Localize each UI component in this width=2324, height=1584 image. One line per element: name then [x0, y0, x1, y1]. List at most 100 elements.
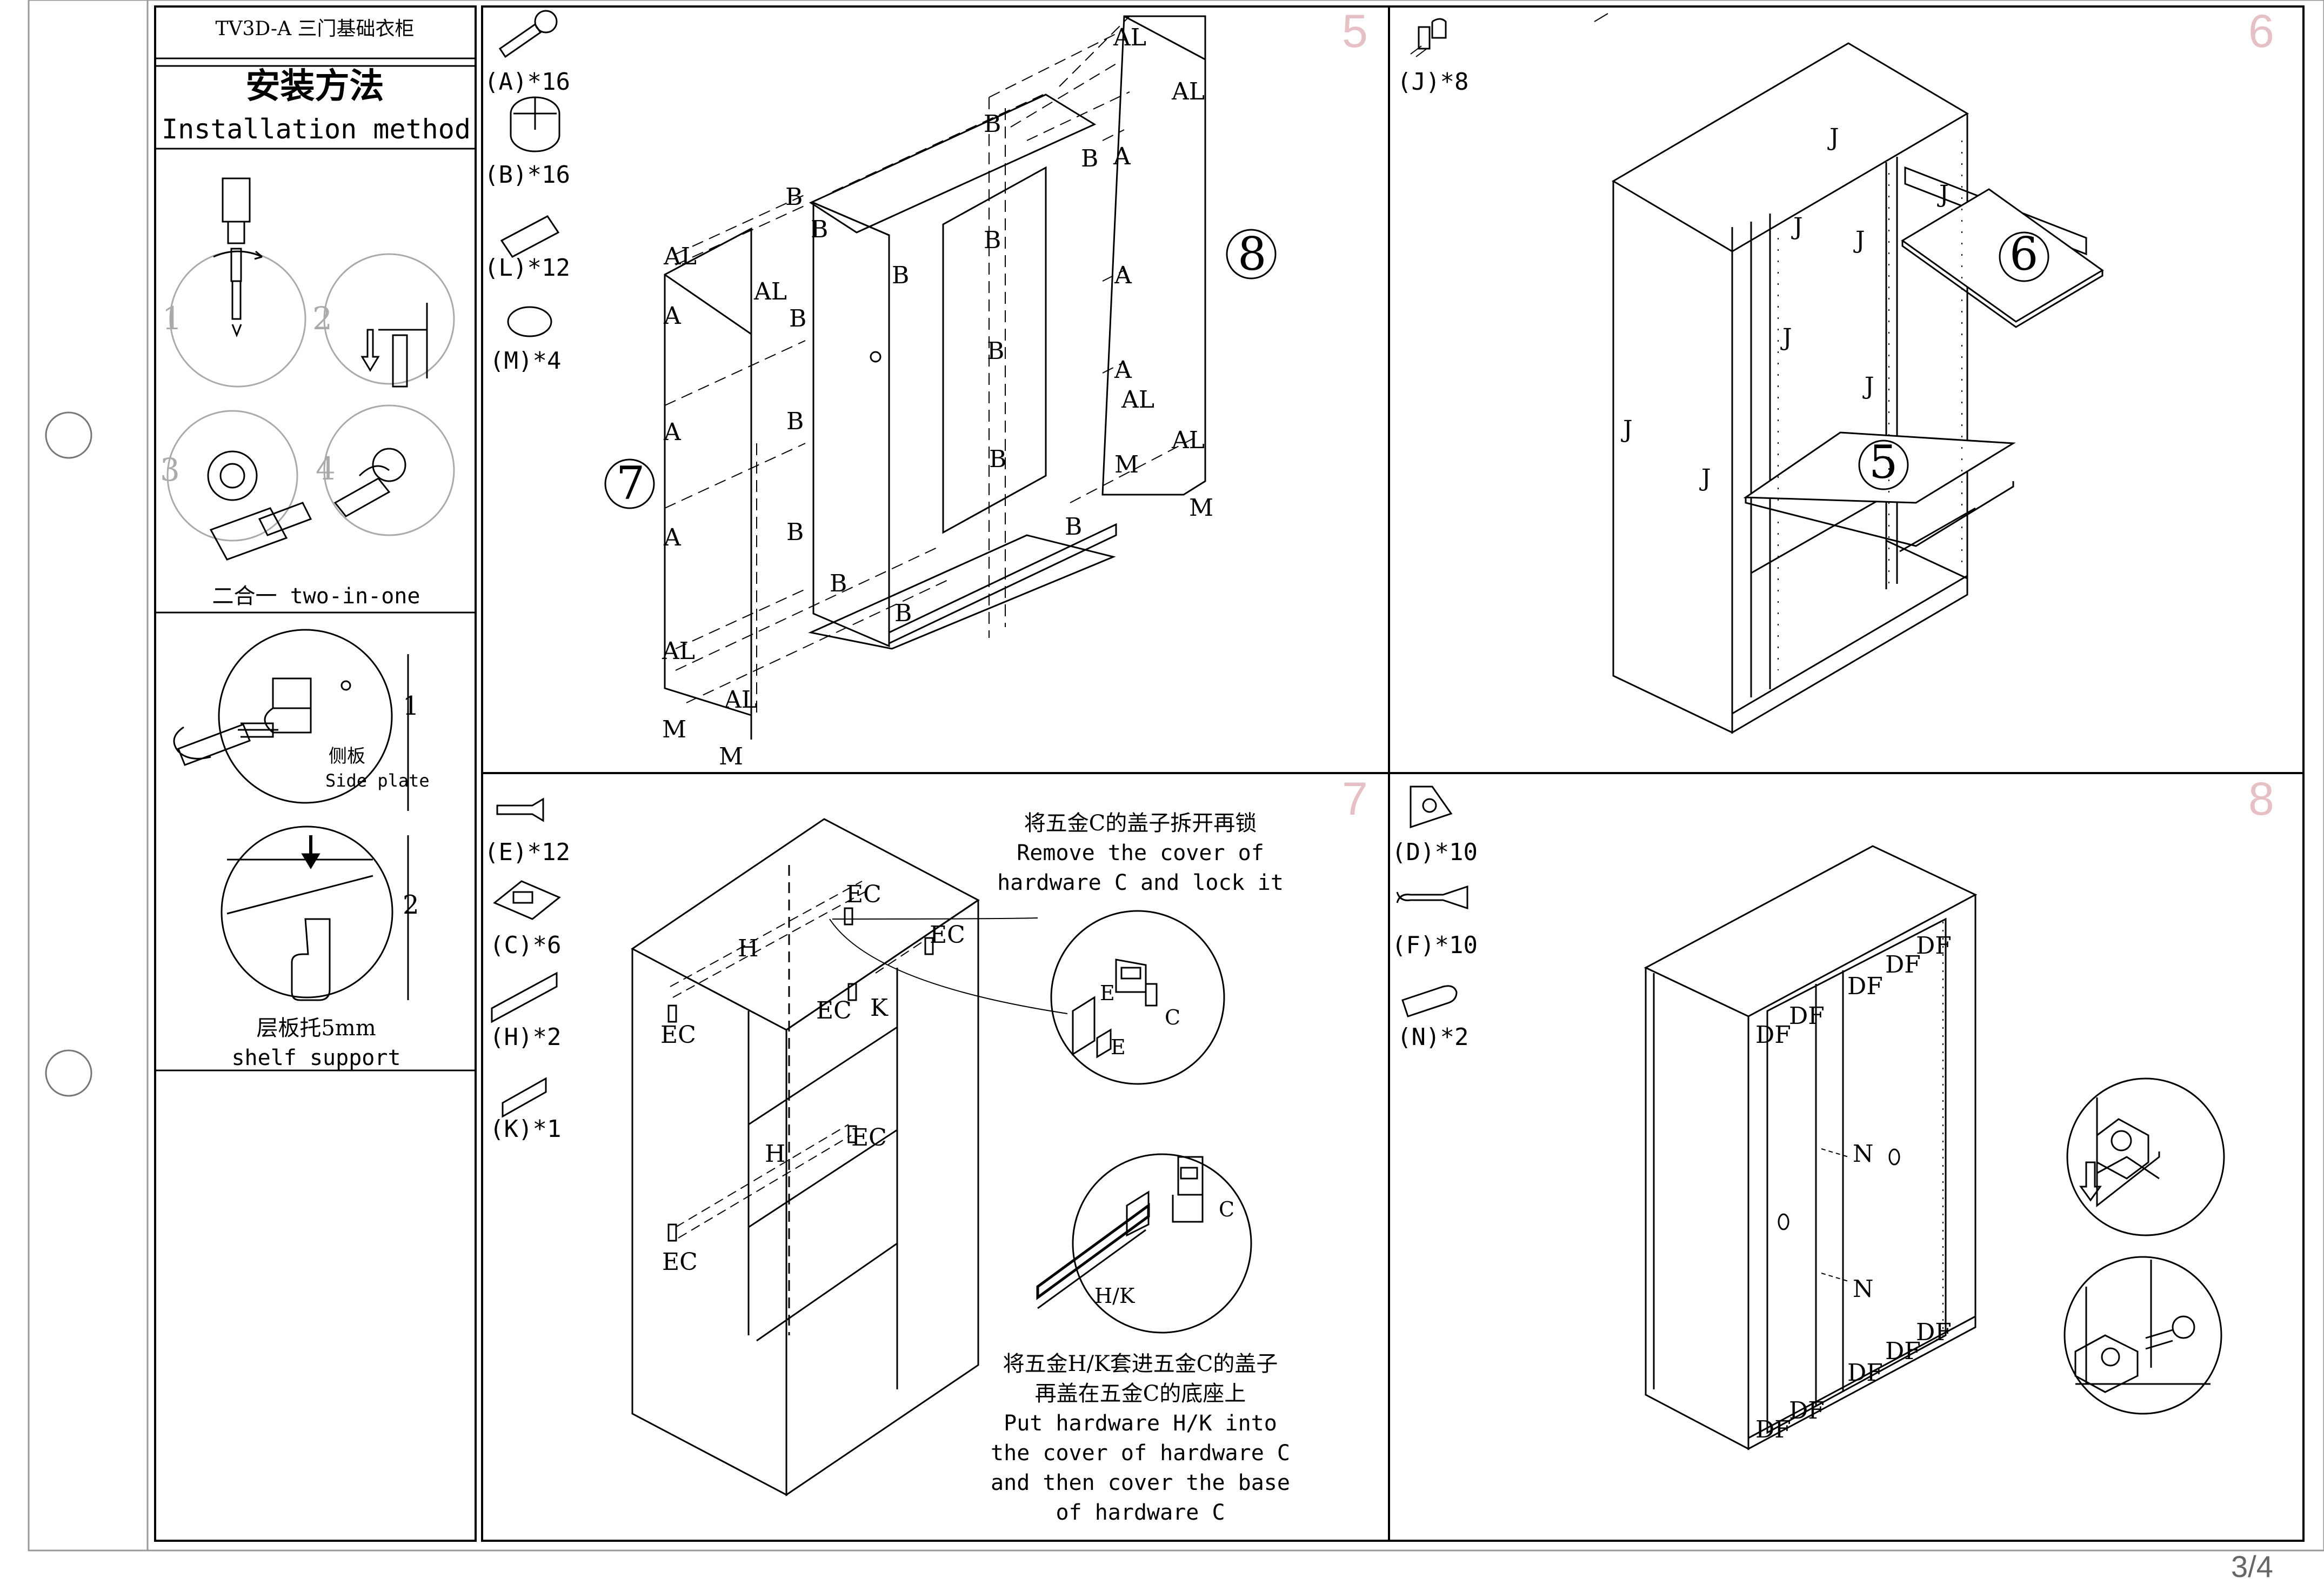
- install-title-cn: 安装方法: [245, 66, 384, 107]
- hardware-label: DF: [1789, 1397, 1825, 1425]
- hardware-label: J: [1701, 464, 1711, 492]
- hardware-label: DF: [1789, 1002, 1825, 1030]
- part-count-a: (A)*16: [484, 68, 570, 96]
- hardware-label: DF: [1916, 1319, 1952, 1346]
- hardware-label: B: [894, 600, 912, 627]
- hardware-label: H/K: [1094, 1284, 1135, 1308]
- model-title: TV3D-A 三门基础衣柜: [215, 18, 415, 40]
- hardware-label: M: [1114, 451, 1139, 478]
- note-line: of hardware C: [1056, 1500, 1225, 1525]
- hardware-label: B: [989, 445, 1007, 473]
- hardware-label: N: [1853, 1140, 1874, 1168]
- hardware-label: EC: [846, 881, 881, 908]
- hardware-label: AL: [724, 686, 757, 714]
- part-count-j: (J)*8: [1397, 68, 1469, 96]
- support-step-1: 1: [403, 691, 419, 721]
- hardware-label: B: [1065, 513, 1083, 541]
- hardware-label: B: [786, 518, 804, 546]
- panel-number: 7: [616, 457, 645, 510]
- hardware-label: B: [1081, 145, 1099, 172]
- step-number: 8: [2248, 773, 2274, 825]
- twoinone-caption: 二合一 two-in-one: [212, 584, 420, 609]
- hardware-label: E: [1100, 981, 1115, 1005]
- part-count-h: (H)*2: [490, 1023, 562, 1051]
- hardware-label: DF: [1885, 951, 1921, 979]
- hardware-label: EC: [851, 1124, 887, 1152]
- part-count-b: (B)*16: [484, 161, 570, 189]
- shelf-support-drawing: [173, 629, 409, 1001]
- hardware-label: M: [662, 716, 687, 743]
- part-count-l: (L)*12: [484, 254, 570, 282]
- part-count-n: (N)*2: [1397, 1023, 1469, 1051]
- twoinone-step-1: 1: [162, 300, 182, 337]
- step5-parts: [498, 10, 560, 337]
- hardware-label: AL: [1172, 78, 1205, 105]
- hardware-label: DF: [1847, 973, 1883, 1000]
- hardware-label: DF: [1885, 1337, 1921, 1365]
- hardware-label: AL: [664, 243, 697, 270]
- twoinone-step-3: 3: [160, 451, 180, 488]
- twoinone-step-2: 2: [312, 300, 332, 337]
- page-frame: [28, 0, 2324, 1552]
- hardware-label: B: [830, 570, 847, 597]
- hardware-label: B: [789, 305, 807, 332]
- hardware-label: EC: [660, 1021, 696, 1049]
- side-plate-cn: 侧板: [329, 746, 365, 767]
- hardware-label: J: [1829, 124, 1839, 151]
- step8-parts: [1396, 786, 1468, 1017]
- hardware-label: AL: [1121, 386, 1154, 414]
- twoinone-step-4: 4: [316, 450, 336, 487]
- shelf-support-cn: 层板托5mm: [256, 1016, 376, 1041]
- panel-number: 8: [1238, 228, 1267, 281]
- hardware-label: E: [1111, 1035, 1126, 1059]
- note-line: Remove the cover of: [1017, 841, 1264, 866]
- hardware-label: AL: [754, 278, 787, 305]
- hardware-label: DF: [1755, 1416, 1791, 1443]
- hardware-label: B: [786, 408, 804, 435]
- hardware-label: H: [765, 1140, 786, 1168]
- part-count-m: (M)*4: [490, 347, 562, 375]
- note-line: Put hardware H/K into: [1004, 1411, 1277, 1436]
- hardware-label: A: [1114, 356, 1132, 384]
- hardware-label: AL: [662, 637, 695, 665]
- hardware-label: AL: [1172, 427, 1205, 454]
- page-number: 3/4: [2231, 1549, 2273, 1583]
- panel-number: 6: [2009, 228, 2039, 281]
- binder-hole: [45, 411, 92, 1097]
- hardware-label: B: [984, 227, 1001, 254]
- note-line: hardware C and lock it: [997, 870, 1284, 895]
- hardware-label: A: [664, 302, 681, 330]
- hardware-label: B: [892, 262, 910, 289]
- step-number: 5: [1342, 5, 1368, 57]
- hardware-label: J: [1865, 372, 1874, 400]
- hardware-label: A: [1114, 262, 1132, 289]
- part-count-e: (E)*12: [484, 838, 570, 866]
- support-step-2: 2: [403, 890, 419, 920]
- hardware-label: J: [1782, 324, 1792, 351]
- hardware-label: EC: [930, 921, 965, 949]
- hardware-label: K: [870, 994, 888, 1022]
- install-title-en: Installation method: [162, 114, 471, 145]
- note-line: 再盖在五金C的底座上: [1034, 1381, 1246, 1406]
- step7-cabinet: [631, 818, 1252, 1496]
- hardware-label: M: [719, 743, 744, 770]
- hardware-label: C: [1165, 1006, 1181, 1029]
- part-count-c: (C)*6: [490, 931, 562, 959]
- hardware-label: AL: [1113, 24, 1146, 51]
- step7-parts: [491, 797, 561, 1118]
- panel-number: 5: [1869, 436, 1898, 489]
- hardware-label: B: [785, 183, 803, 211]
- hardware-label: H: [738, 935, 759, 962]
- hardware-label: EC: [816, 997, 852, 1024]
- hardware-label: J: [1623, 416, 1633, 443]
- hardware-label: M: [1189, 494, 1214, 522]
- step8-cabinet: [1644, 845, 2225, 1450]
- side-plate-en: Side plate: [325, 770, 430, 791]
- hardware-label: J: [1855, 227, 1865, 254]
- hardware-label: N: [1853, 1275, 1874, 1303]
- hardware-label: DF: [1755, 1021, 1791, 1049]
- step6-cabinet: [1410, 13, 2104, 734]
- hardware-label: A: [664, 524, 681, 551]
- hardware-label: EC: [662, 1248, 698, 1276]
